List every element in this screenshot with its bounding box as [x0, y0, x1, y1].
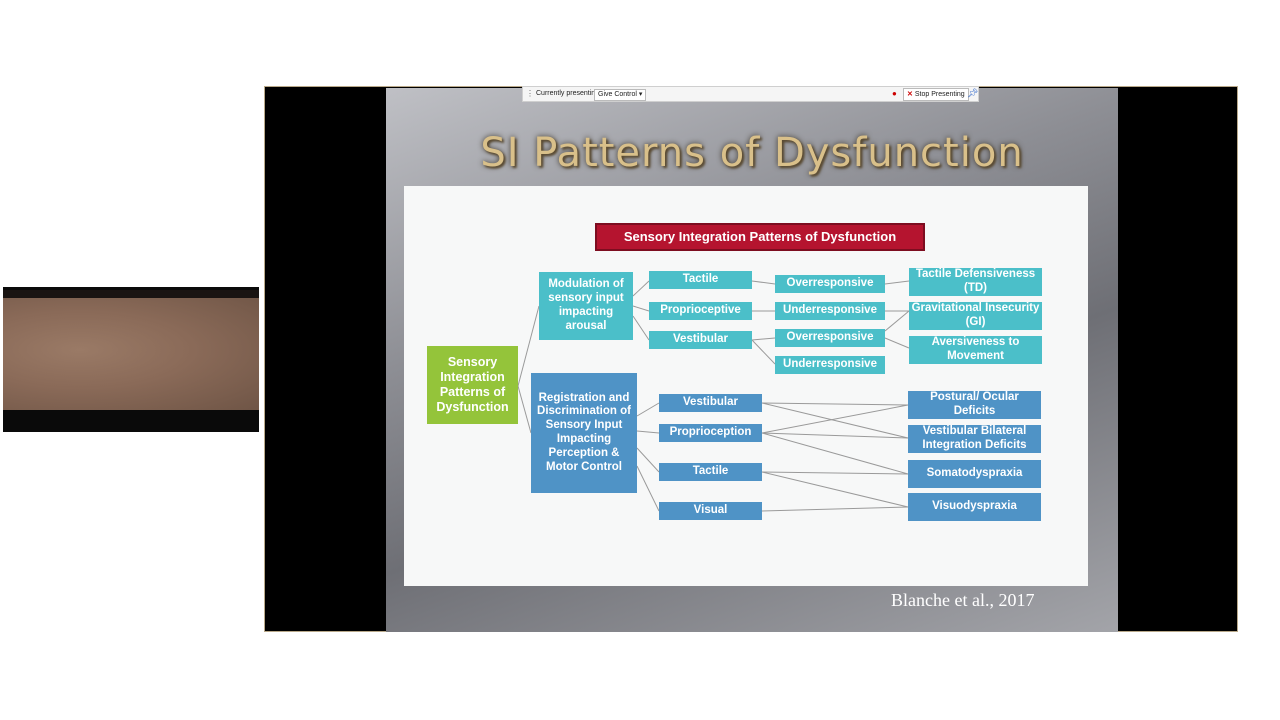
- connector-lines: [517, 280, 910, 512]
- webcam-video: [3, 290, 259, 410]
- mod-proprioceptive-node: Proprioceptive: [649, 302, 752, 320]
- postural-ocular-node: Postural/ Ocular Deficits: [908, 391, 1041, 419]
- give-control-button[interactable]: Give Control ▾: [594, 89, 647, 101]
- reg-proprioception-node: Proprioception: [659, 424, 762, 442]
- reg-tactile-node: Tactile: [659, 463, 762, 481]
- gravitational-insecurity-node: Gravitational Insecurity (GI): [909, 302, 1042, 330]
- visuodyspraxia-node: Visuodyspraxia: [908, 493, 1041, 521]
- vertical-dots-icon[interactable]: ⋮: [526, 89, 534, 98]
- root-node: Sensory Integration Patterns of Dysfunct…: [427, 346, 518, 424]
- overresponsive-node-2: Overresponsive: [775, 329, 885, 347]
- modulation-node: Modulation of sensory input impacting ar…: [539, 272, 633, 340]
- reg-vestibular-node: Vestibular: [659, 394, 762, 412]
- presenting-toolbar: ⋮ Currently presenting Give Control ▾ ● …: [522, 86, 979, 102]
- diagram-header: Sensory Integration Patterns of Dysfunct…: [595, 223, 925, 251]
- tactile-defensiveness-node: Tactile Defensiveness (TD): [909, 268, 1042, 296]
- pin-icon[interactable]: 📌︎: [967, 88, 979, 98]
- mod-vestibular-node: Vestibular: [649, 331, 752, 349]
- shared-screen: SI Patterns of Dysfunction: [264, 86, 1238, 632]
- mod-tactile-node: Tactile: [649, 271, 752, 289]
- registration-node: Registration and Discrimination of Senso…: [531, 373, 637, 493]
- slide-title: SI Patterns of Dysfunction: [480, 130, 1024, 176]
- presentation-slide: SI Patterns of Dysfunction: [386, 88, 1118, 632]
- record-indicator-icon: ●: [892, 89, 897, 98]
- overresponsive-node-1: Overresponsive: [775, 275, 885, 293]
- presenting-label: Currently presenting: [536, 90, 600, 97]
- diagram-panel: Sensory Integration Patterns of Dysfunct…: [404, 186, 1088, 586]
- vestibular-bilateral-node: Vestibular Bilateral Integration Deficit…: [908, 425, 1041, 453]
- webcam-thumbnail: [3, 287, 259, 432]
- close-icon: ✕: [907, 91, 913, 98]
- aversiveness-node: Aversiveness to Movement: [909, 336, 1042, 364]
- stop-presenting-button[interactable]: ✕Stop Presenting: [903, 88, 969, 101]
- underresponsive-node-1: Underresponsive: [775, 302, 885, 320]
- stop-presenting-label: Stop Presenting: [914, 91, 965, 98]
- underresponsive-node-2: Underresponsive: [775, 356, 885, 374]
- slide-citation: Blanche et al., 2017: [891, 590, 1035, 610]
- webcam-shadow: [3, 290, 259, 298]
- somatodyspraxia-node: Somatodyspraxia: [908, 460, 1041, 488]
- reg-visual-node: Visual: [659, 502, 762, 520]
